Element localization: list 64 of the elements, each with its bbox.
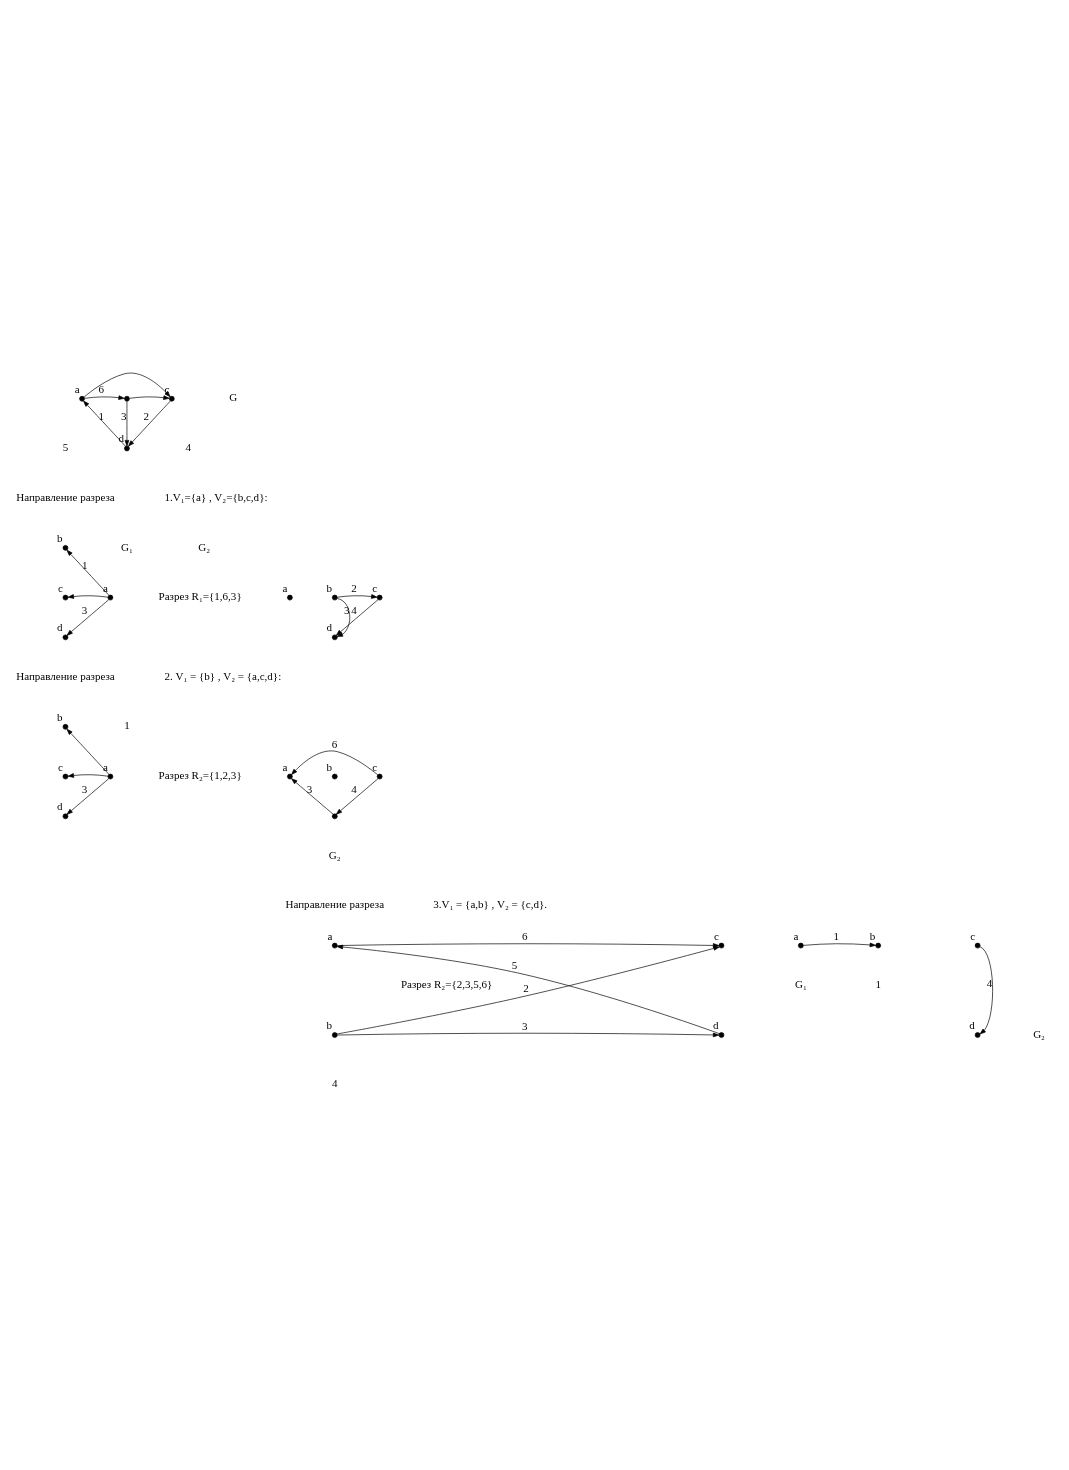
edge-label: 3: [81, 783, 88, 796]
edge-label: 3: [522, 1019, 528, 1032]
edge-label: 2: [523, 981, 529, 994]
label: G₂: [328, 848, 341, 861]
edge-label: 3: [81, 604, 88, 617]
label: G: [229, 391, 238, 404]
node-label: c: [58, 760, 64, 773]
node-label: d: [713, 1019, 719, 1032]
node-label: b: [326, 760, 332, 773]
edge-label: 4: [351, 783, 357, 796]
node-label: b: [869, 929, 876, 942]
label: 1: [124, 719, 130, 732]
edge-label: 1: [98, 409, 105, 422]
edge-label: 4: [986, 976, 993, 989]
node-label: b: [57, 710, 63, 723]
node-label: d: [57, 621, 63, 634]
node-label: b: [326, 1019, 332, 1032]
node-label: c: [372, 760, 378, 773]
node-label: a: [282, 581, 288, 594]
node-label: c: [372, 581, 378, 594]
node-label: c: [58, 581, 64, 594]
label: Разрез R₂={2,3,5,6}: [400, 978, 493, 990]
label: G₁: [121, 540, 133, 553]
node-label: d: [326, 621, 332, 634]
edge-label: 6: [522, 930, 528, 943]
label: Направление разреза: [16, 669, 115, 682]
label: Направление разреза: [285, 898, 385, 911]
node-label: c: [714, 929, 719, 942]
node-label: d: [118, 432, 125, 445]
label: 1.V₁={a} , V₂={b,c,d}:: [164, 490, 268, 503]
node-label: a: [103, 581, 108, 594]
node-label: 4: [332, 1077, 338, 1090]
edge-label: 3: [121, 409, 127, 422]
label: 2. V₁ = {b} , V₂ = {a,c,d}:: [164, 669, 282, 682]
node-label: b: [57, 531, 63, 544]
edge-label: 3: [306, 783, 313, 796]
label: 3.V₁ = {a,b} , V₂ = {c,d}.: [433, 898, 547, 911]
node-label: d: [57, 800, 63, 813]
label: Разрез R₁={1,6,3}: [158, 590, 242, 603]
edge-label: 6: [331, 738, 338, 751]
edge-label: 1: [81, 559, 88, 572]
node-label: c: [970, 929, 976, 942]
label: 5: [62, 441, 69, 454]
node-label: a: [327, 929, 333, 942]
edge-label: 5: [511, 959, 518, 972]
edge-label: 3: [343, 604, 350, 617]
label: G₂: [198, 540, 211, 553]
node-label: a: [793, 929, 799, 942]
node-label: d: [969, 1019, 975, 1032]
label: G₁: [794, 978, 807, 990]
node-label: b: [326, 581, 332, 594]
node-label: a: [103, 760, 108, 773]
edge-label: 6: [98, 383, 105, 396]
label: Направление разреза: [16, 490, 115, 503]
label: 4: [185, 441, 192, 454]
node-label: a: [282, 760, 288, 773]
edge-label: 4: [351, 604, 357, 617]
label: G₂: [1033, 1027, 1045, 1040]
node-label: 1: [875, 978, 881, 990]
node-label: a: [74, 382, 80, 395]
edge-label: 2: [143, 410, 150, 423]
edge-label: 2: [351, 582, 357, 595]
edge-label: 1: [833, 930, 839, 943]
label: Разрез R₂={1,2,3}: [158, 769, 242, 782]
